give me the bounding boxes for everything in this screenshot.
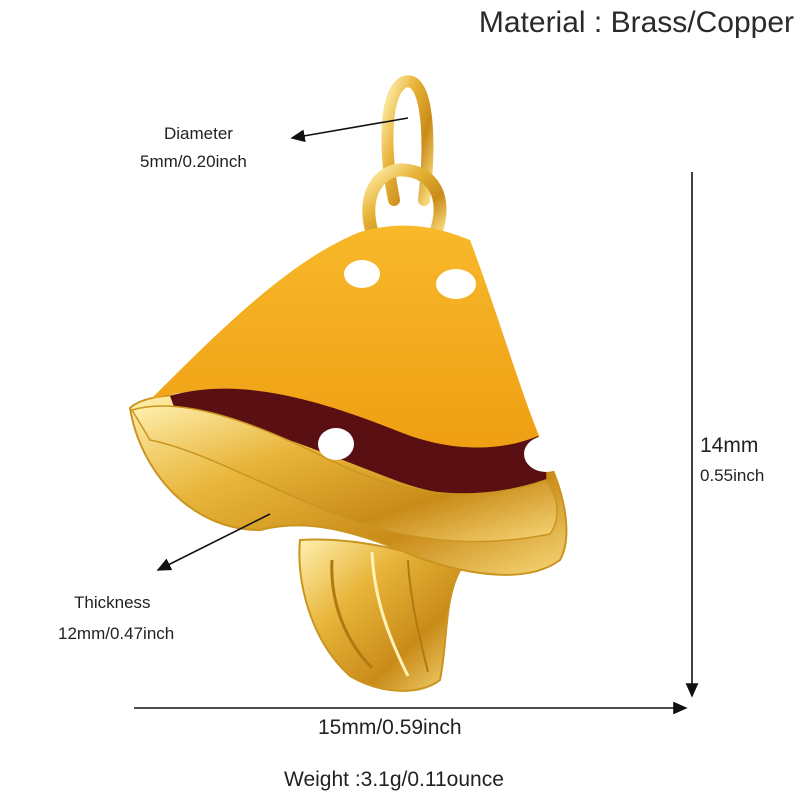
jump-ring — [362, 75, 447, 239]
thickness-arrow-icon — [156, 513, 271, 571]
material-label: Material : Brass/Copper — [478, 6, 794, 39]
height-mm-value: 14mm — [700, 434, 759, 457]
diameter-arrow-icon — [290, 117, 409, 143]
thickness-label: Thickness — [74, 593, 151, 612]
cap-spot — [344, 260, 380, 288]
mushroom-stem — [298, 538, 462, 692]
height-inch-value: 0.55inch — [700, 466, 765, 485]
diameter-value: 5mm/0.20inch — [140, 152, 247, 171]
diameter-label: Diameter — [164, 124, 233, 143]
width-value: 15mm/0.59inch — [318, 716, 462, 739]
cap-spot — [436, 269, 476, 299]
cap-spot — [318, 428, 354, 460]
mushroom-cap — [128, 225, 568, 576]
weight-label: Weight :3.1g/0.11ounce — [284, 768, 504, 791]
thickness-value: 12mm/0.47inch — [58, 624, 175, 643]
cap-spot — [524, 436, 568, 472]
